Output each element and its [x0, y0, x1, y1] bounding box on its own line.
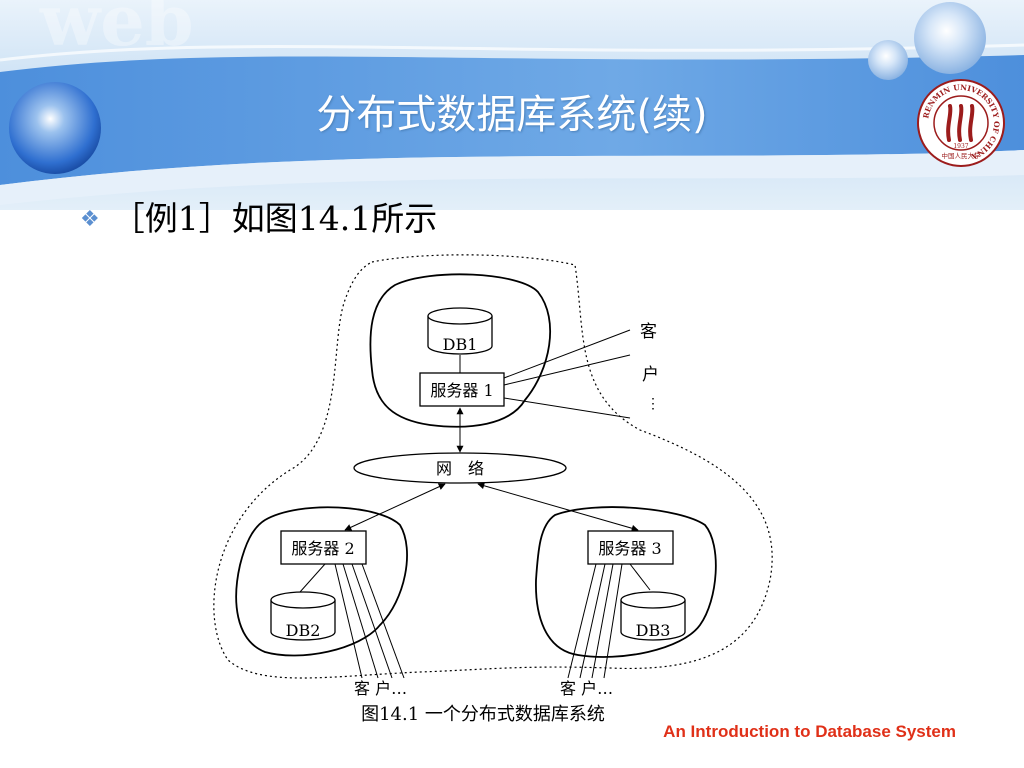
decorative-bubble-left [9, 82, 101, 174]
server-2-client-lines [334, 563, 405, 679]
bullet-text: ［例1］如图14.1所示 [111, 199, 438, 238]
university-logo: RENMIN UNIVERSITY OF CHINA 1937 中国人民大学 [917, 79, 1005, 167]
link-network-server2 [344, 483, 446, 531]
decorative-bubble-top-right [914, 2, 986, 74]
client-top-dots: ⋮ [646, 396, 660, 412]
logo-year: 1937 [953, 143, 968, 150]
network-ellipse: 网 络 [353, 452, 567, 484]
site-3-boundary [535, 506, 717, 658]
footer-course-title: An Introduction to Database System [663, 722, 956, 741]
client-right-label: 客 户… [560, 679, 613, 698]
server-3-client-lines [567, 563, 623, 679]
db2-label: DB2 [286, 621, 321, 640]
site-1-boundary [369, 273, 551, 428]
client-left-label: 客 户… [354, 679, 407, 698]
bullet-item: ❖ ［例1］如图14.1所示 [80, 192, 437, 240]
db3-label: DB3 [636, 621, 671, 640]
db2-cylinder: DB2 [270, 591, 336, 641]
db1-cylinder: DB1 [427, 307, 493, 355]
server-1-client-lines [503, 329, 631, 419]
logo-cn-text: 中国人民大学 [942, 151, 982, 160]
client-top-char-1: 客 [640, 322, 657, 342]
server-1-box: 服务器 1 [419, 372, 505, 407]
db3-cylinder: DB3 [620, 591, 686, 641]
svg-text:web: web [39, 0, 194, 62]
diamond-bullet-icon: ❖ [80, 207, 100, 232]
server-2-label: 服务器 2 [291, 539, 354, 558]
server-2-box: 服务器 2 [280, 530, 367, 565]
db1-label: DB1 [443, 335, 478, 354]
decorative-bubble-mid-right [868, 40, 908, 80]
server-1-label: 服务器 1 [430, 381, 493, 400]
server-3-label: 服务器 3 [598, 539, 661, 558]
slide-title: 分布式数据库系统(续) [316, 92, 708, 138]
figure-caption: 图14.1 一个分布式数据库系统 [361, 704, 605, 725]
link-network-server3 [477, 482, 639, 532]
server-3-box: 服务器 3 [587, 530, 674, 565]
network-label: 网 络 [436, 459, 484, 478]
client-top-char-2: 户 [642, 365, 659, 385]
